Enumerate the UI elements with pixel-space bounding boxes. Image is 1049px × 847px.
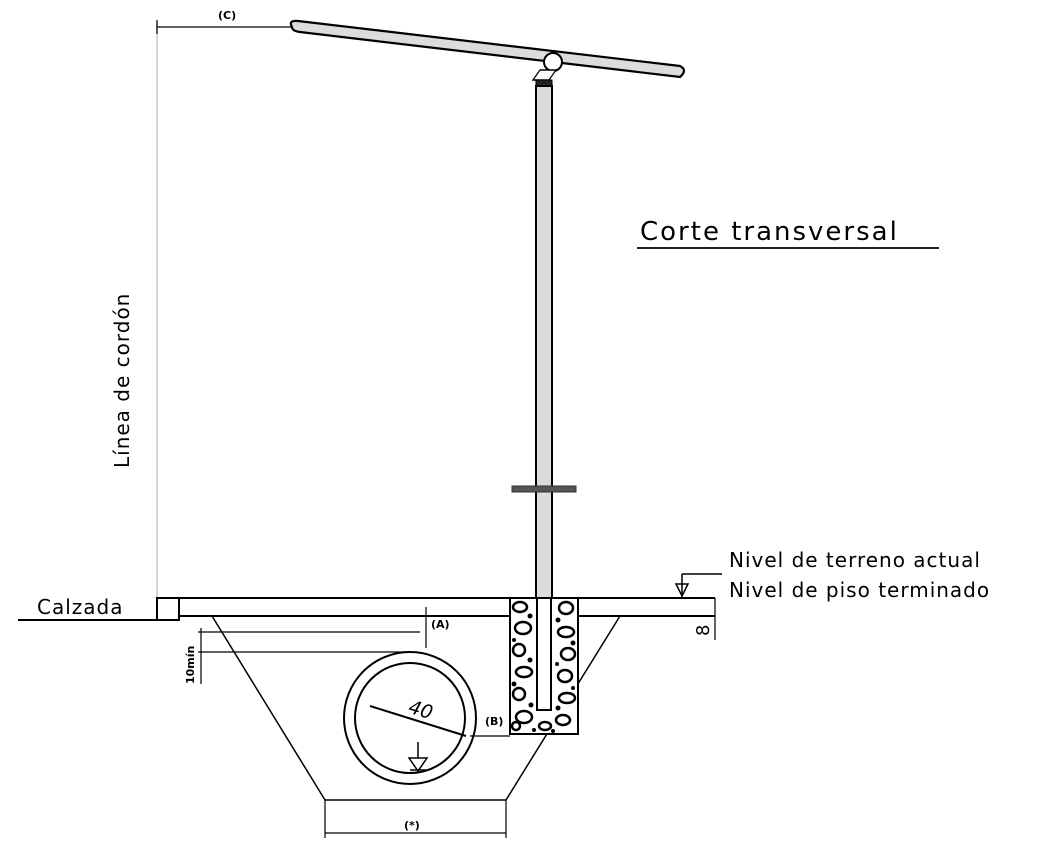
pole-foundation — [509, 597, 579, 735]
dimension-slab: 8 — [693, 598, 716, 640]
pavement-slab — [18, 597, 715, 621]
dimension-min-cover-label: 10mín — [184, 646, 197, 684]
dimension-c-label: (C) — [218, 9, 236, 22]
dimension-b-label: (B) — [485, 715, 503, 728]
page-title: Corte transversal — [640, 217, 899, 247]
dimension-star-label: (*) — [404, 819, 420, 832]
curb-line-label: Línea de cordón — [110, 293, 134, 468]
roadway-label: Calzada — [37, 595, 123, 619]
trench: (*) — [211, 615, 621, 838]
conduit-pipe: 40 — [343, 651, 477, 785]
finished-floor-level-label: Nivel de piso terminado — [729, 578, 990, 602]
dimension-a: (A) — [425, 607, 450, 648]
dimension-c: (C) — [156, 9, 292, 34]
level-marker — [674, 573, 722, 598]
lighting-pole — [511, 85, 577, 707]
drawing-title: Corte transversal — [637, 217, 939, 249]
luminaire-arm — [289, 19, 686, 87]
dimension-slab-label: 8 — [693, 625, 714, 636]
dimension-min-cover: 10mín — [184, 628, 420, 684]
terrain-level-label: Nivel de terreno actual — [729, 548, 981, 572]
dimension-b: (B) — [470, 715, 510, 737]
dimension-a-label: (A) — [431, 618, 450, 631]
